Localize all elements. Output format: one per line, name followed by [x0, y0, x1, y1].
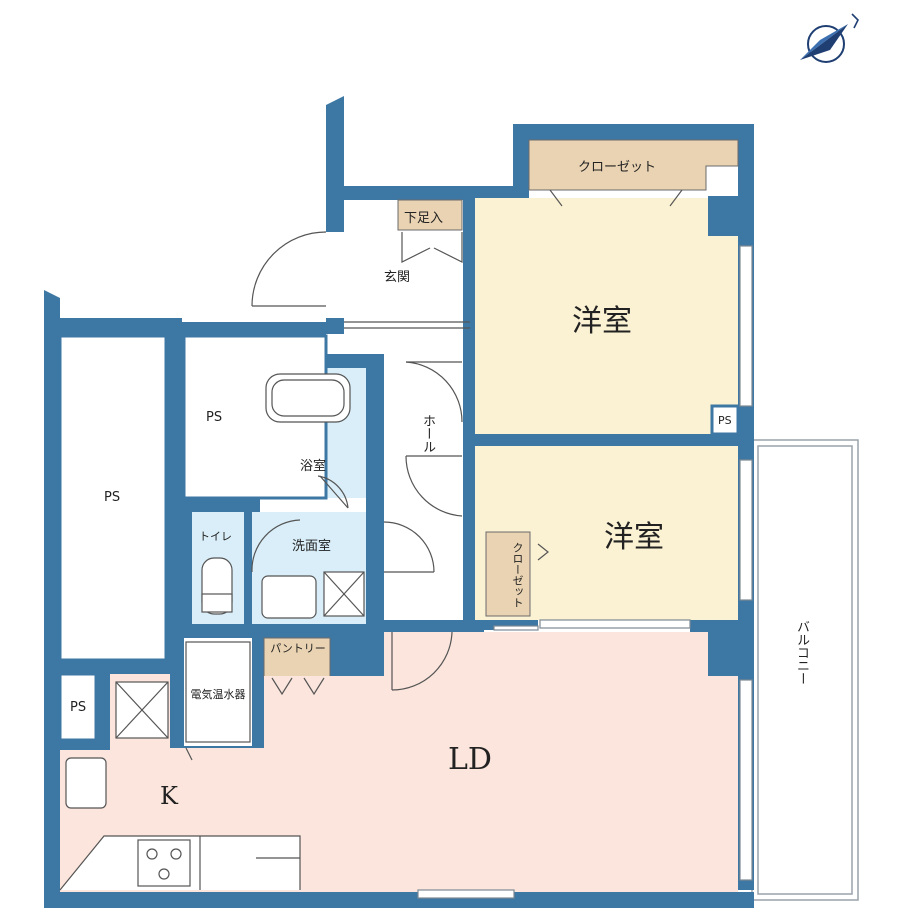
western-room-2-label: 洋室 [604, 520, 664, 555]
closet-small-fill [485, 531, 531, 617]
closet-top-label: クローゼット [578, 160, 657, 175]
doors [185, 189, 683, 761]
ps-left-mid-label: PS [206, 410, 223, 425]
ps-small-fill [710, 404, 740, 436]
ps-small-label: PS [718, 414, 732, 427]
shoe-box-fill [397, 199, 463, 231]
ps-left-large-fill [58, 334, 168, 662]
western-room-1-label: 洋室 [572, 304, 632, 339]
washroom-label: 洗面室 [292, 539, 332, 554]
closet-top-fill [528, 139, 739, 191]
shoe-box-label: 下足入 [404, 211, 444, 226]
toilet-label: トイレ [199, 530, 232, 543]
kitchen-sink [65, 757, 107, 809]
windows [417, 245, 753, 899]
bathroom-label: 浴室 [300, 459, 327, 474]
entrance-label: 玄関 [384, 270, 411, 285]
ps-left-large-label: PS [104, 490, 121, 505]
fixtures [59, 373, 365, 891]
wash-basin [261, 575, 317, 619]
pantry-label: パントリー [270, 642, 326, 655]
kitchen-label: K [160, 782, 178, 810]
ps-kitchen-fill [58, 672, 98, 742]
hall-label: ホール [420, 414, 435, 453]
north-compass-icon [800, 13, 859, 63]
living-dining-label: LD [448, 742, 492, 777]
pantry-fill [263, 637, 331, 679]
western-room-1-fill [475, 198, 738, 434]
ld-kitchen-fill [60, 632, 738, 892]
closet-small-label: クローゼット [511, 542, 524, 608]
balcony-label: バルコニー [794, 620, 809, 685]
water-heater-label: 電気温水器 [190, 688, 246, 701]
ps-kitchen-label: PS [70, 700, 87, 715]
water-heater-box [185, 641, 251, 743]
